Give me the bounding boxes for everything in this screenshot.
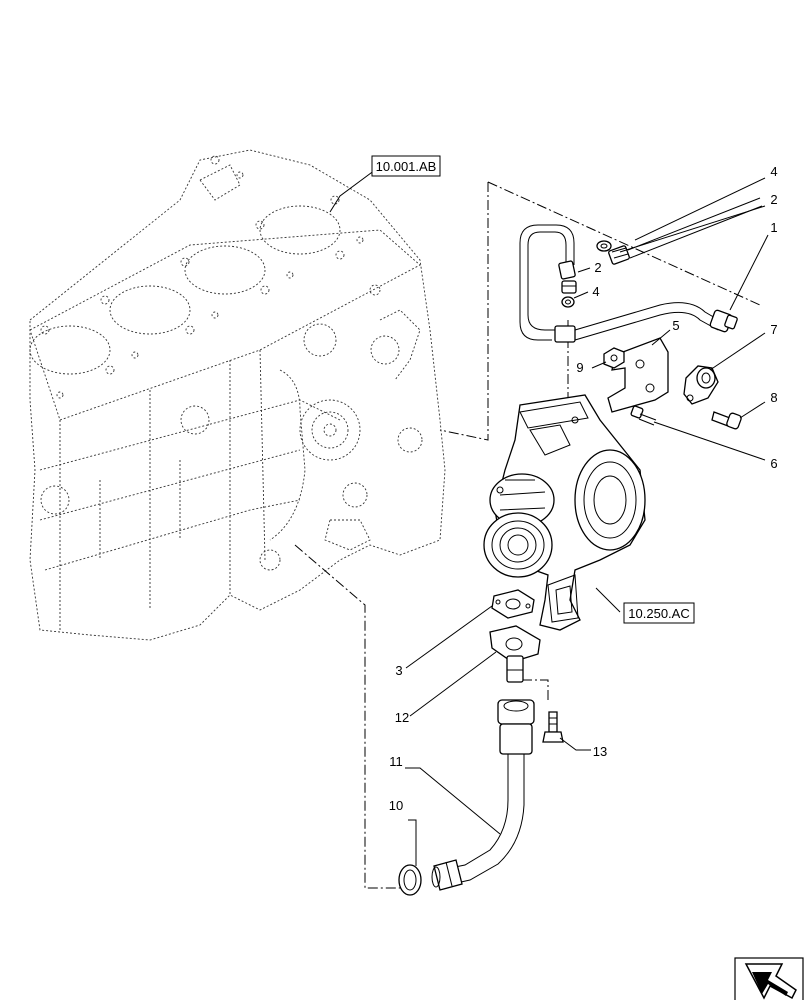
callout-11: 11	[389, 754, 403, 769]
back-navigation-button[interactable]	[734, 957, 804, 1000]
arrow-back-icon	[744, 963, 797, 1000]
callout-9: 9	[576, 360, 583, 375]
nut-9	[603, 347, 625, 369]
drain-hose-11	[431, 699, 535, 891]
washer-4-upper	[596, 240, 612, 252]
turbocharger	[483, 394, 646, 631]
turbo-reference-label: 10.250.AC	[628, 606, 689, 621]
callout-10: 10	[389, 798, 403, 813]
engine-block	[29, 149, 446, 641]
callout-2-lower: 2	[594, 260, 601, 275]
washer-10	[398, 864, 422, 896]
phantom-lines	[294, 181, 761, 889]
gasket-3	[491, 589, 535, 619]
bolt-6	[630, 405, 657, 426]
leader-lines	[329, 169, 769, 866]
turbo-reference-box[interactable]: 10.250.AC	[623, 602, 695, 624]
drain-adapter-12	[489, 625, 541, 683]
fitting-2-lower	[561, 280, 577, 294]
washer-4-lower	[561, 296, 575, 308]
callout-8: 8	[770, 390, 777, 405]
callout-13: 13	[593, 744, 607, 759]
callouts: 4 2 1 2 4 5 7 9 8 6 3 12 13 11 10	[389, 164, 778, 813]
engine-reference-box[interactable]: 10.001.AB	[371, 155, 441, 177]
callout-4-lower: 4	[592, 284, 599, 299]
callout-6: 6	[770, 456, 777, 471]
flange-7	[683, 365, 719, 405]
callout-5: 5	[672, 318, 679, 333]
callout-2-upper: 2	[770, 192, 777, 207]
callout-7: 7	[770, 322, 777, 337]
callout-12: 12	[395, 710, 409, 725]
oil-feed-pipe	[519, 224, 738, 343]
callout-1: 1	[770, 220, 777, 235]
callout-3: 3	[395, 663, 402, 678]
engine-reference-label: 10.001.AB	[376, 159, 437, 174]
callout-4-upper: 4	[770, 164, 777, 179]
bolt-8	[711, 411, 742, 430]
bolt-13	[542, 711, 564, 743]
fitting-2-upper	[608, 245, 630, 265]
pipe-4	[627, 197, 763, 259]
